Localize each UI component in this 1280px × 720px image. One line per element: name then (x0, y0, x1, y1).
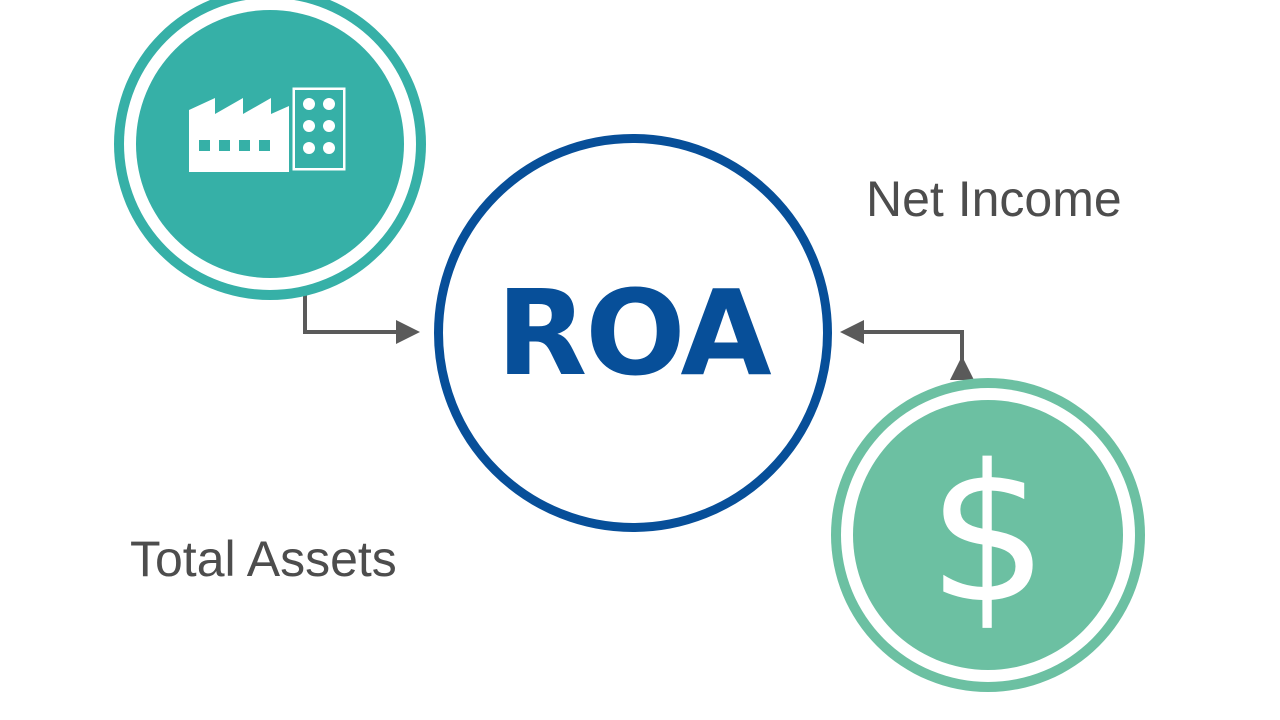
net-income-node: $ (831, 378, 1145, 692)
assets-to-roa-arrow (303, 288, 420, 344)
factory-icon (189, 84, 349, 174)
total-assets-node (114, 0, 426, 300)
dollar-icon: $ (927, 424, 1049, 645)
roa-node: ROA (434, 134, 832, 532)
total-assets-label: Total Assets (130, 531, 397, 587)
income-to-roa-arrow (840, 320, 974, 380)
roa-label: ROA (496, 264, 771, 402)
net-income-label: Net Income (866, 171, 1122, 227)
